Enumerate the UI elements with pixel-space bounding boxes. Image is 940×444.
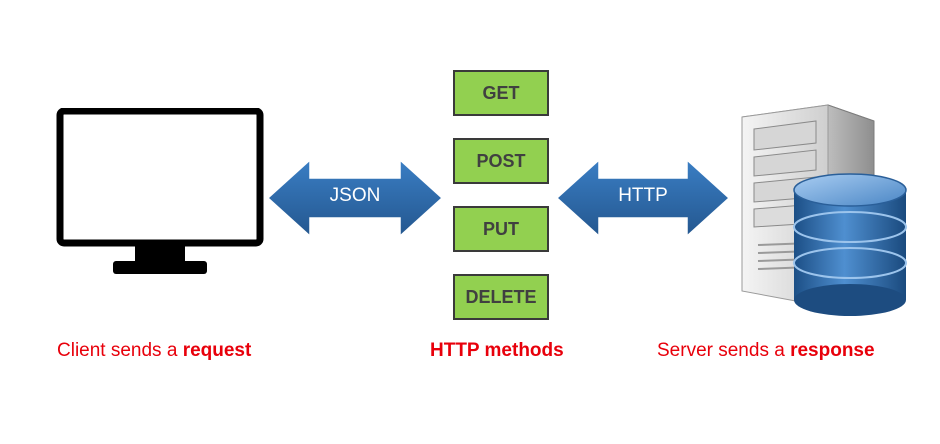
client-caption-prefix: Client sends a	[57, 340, 183, 361]
server-caption-prefix: Server sends a	[657, 340, 791, 361]
json-label: JSON	[329, 185, 381, 206]
client-caption-bold: request	[182, 340, 252, 361]
client-monitor-icon	[55, 107, 265, 278]
methods-caption: HTTP methods	[430, 340, 564, 361]
method-get-box: GET	[453, 70, 549, 116]
http-double-arrow: HTTP	[555, 158, 731, 238]
method-post-box: POST	[453, 138, 549, 184]
client-caption: Client sends a request	[57, 340, 251, 362]
server-database-icon	[724, 95, 914, 320]
server-caption: Server sends a response	[657, 340, 875, 362]
json-double-arrow: JSON	[266, 158, 444, 238]
server-caption-bold: response	[790, 340, 875, 361]
method-delete-box: DELETE	[453, 274, 549, 320]
method-put-box: PUT	[453, 206, 549, 252]
http-label: HTTP	[618, 185, 668, 206]
